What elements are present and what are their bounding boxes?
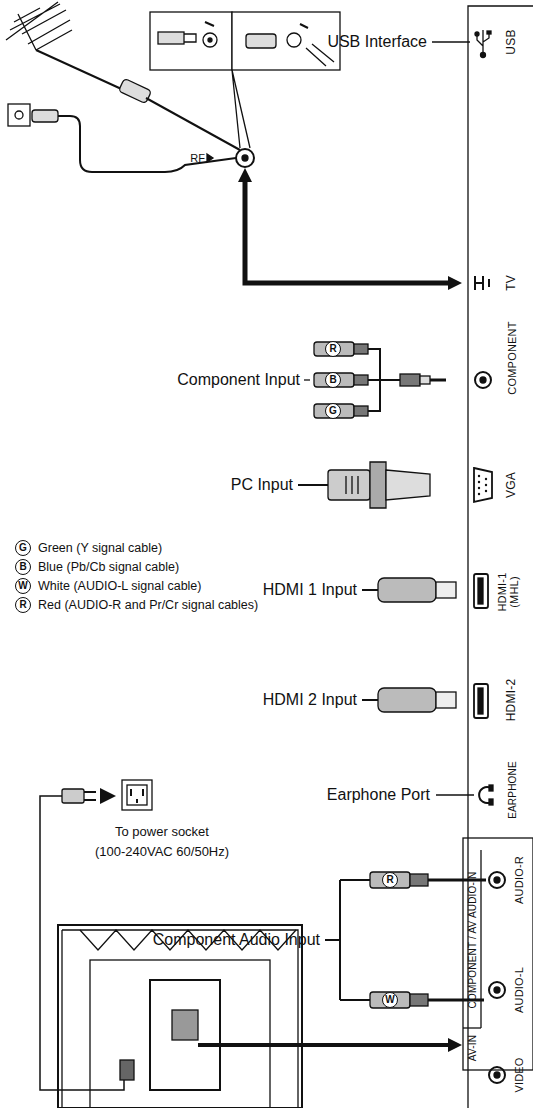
legend-text: Red (AUDIO-R and Pr/Cr signal cables) [38,598,258,612]
legend-text: Green (Y signal cable) [38,541,162,555]
port-group-label: COMPONENT / AV AUDIO-IN [467,871,478,1008]
plug-letter: G [325,403,341,419]
tv-rear [58,925,302,1108]
callout-text: HDMI 2 Input [263,691,357,709]
wall-socket [8,104,236,172]
legend-letter: G [15,540,31,556]
port-label: VIDEO [513,1057,525,1092]
legend-letter: R [15,597,31,613]
power-note: (100-240VAC 60/50Hz) [95,845,229,859]
legend-text: Blue (Pb/Cb signal cable) [38,560,179,574]
port-group-label: AV-IN [467,1035,478,1061]
port-label: COMPONENT [506,321,518,394]
port-label: TV [505,275,518,291]
plug-letter: R [325,341,341,357]
tv-to-panel-arrow [198,1043,452,1047]
port-label: VGA [505,472,518,498]
line-art [6,2,533,1108]
audio-plugs [325,872,486,1008]
legend-letter: B [15,559,31,575]
port-label: HDMI-2 [505,679,518,722]
rf-to-tv-arrow [245,176,452,283]
connector-insets [150,12,340,148]
callout-text: Component Audio Input [153,931,320,949]
legend-text: White (AUDIO-L signal cable) [38,579,201,593]
component-plugs [314,342,446,418]
plug-letter: R [382,872,398,888]
callout-text: PC Input [231,476,293,494]
power-note: To power socket [115,825,209,839]
port-label: RF [190,152,205,164]
callout-text: Earphone Port [327,786,430,804]
port-label: AUDIO-R [513,856,525,904]
hdmi-plugs [362,578,456,712]
callout-text: HDMI 1 Input [263,581,357,599]
port-label: AUDIO-L [513,967,525,1013]
port-label: USB [505,29,518,54]
antenna-port-icon [475,276,489,290]
legend-letter: W [15,578,31,594]
usb-icon [475,30,491,58]
port-label: EARPHONE [507,761,518,819]
antenna [6,2,240,150]
plug-letter: W [382,992,398,1008]
callout-text: USB Interface [327,33,427,51]
plug-letter: B [325,372,341,388]
port-label: HDMI-1 (MHL) [496,568,520,616]
callout-text: Component Input [177,371,300,389]
vga-plug [298,462,430,508]
